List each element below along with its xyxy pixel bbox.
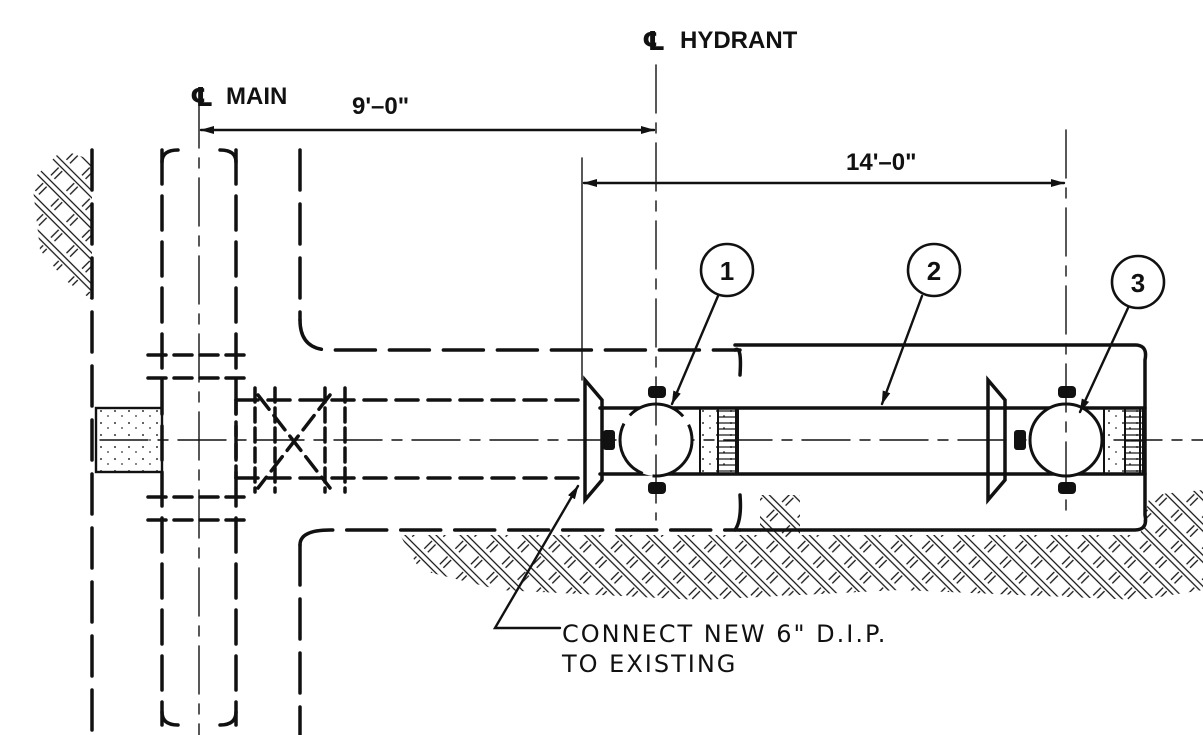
dim-label-main-to-hydrant: 9'–0" [352,93,409,120]
gate-valve [253,386,347,494]
callout-3-number: 3 [1131,268,1145,298]
note-line-1: CONNECT NEW 6" D.I.P. [562,620,887,648]
connection-note-leader [492,484,580,630]
callout-1: 1 [670,242,755,406]
callout-1-number: 1 [720,256,734,286]
label-cl-hydrant: HYDRANT [680,27,798,54]
cl-symbol-hydrant: ℄ [642,26,665,56]
label-cl-main: MAIN [226,83,287,110]
note-line-2: TO EXISTING [561,650,737,678]
hydrant-tee-fitting [583,375,739,505]
callout-2-number: 2 [927,256,941,286]
callout-3: 3 [1078,254,1166,414]
main-tee-fitting [146,353,252,522]
earth-hatch-left [32,150,92,300]
earth-hatch-bottom [400,490,1203,600]
cl-symbol-main: ℄ [190,82,213,112]
dim-label-hydrant-to-end: 14'–0" [846,149,916,176]
existing-stub [94,406,164,474]
trench-outline [298,318,743,547]
callout-2: 2 [880,242,962,406]
